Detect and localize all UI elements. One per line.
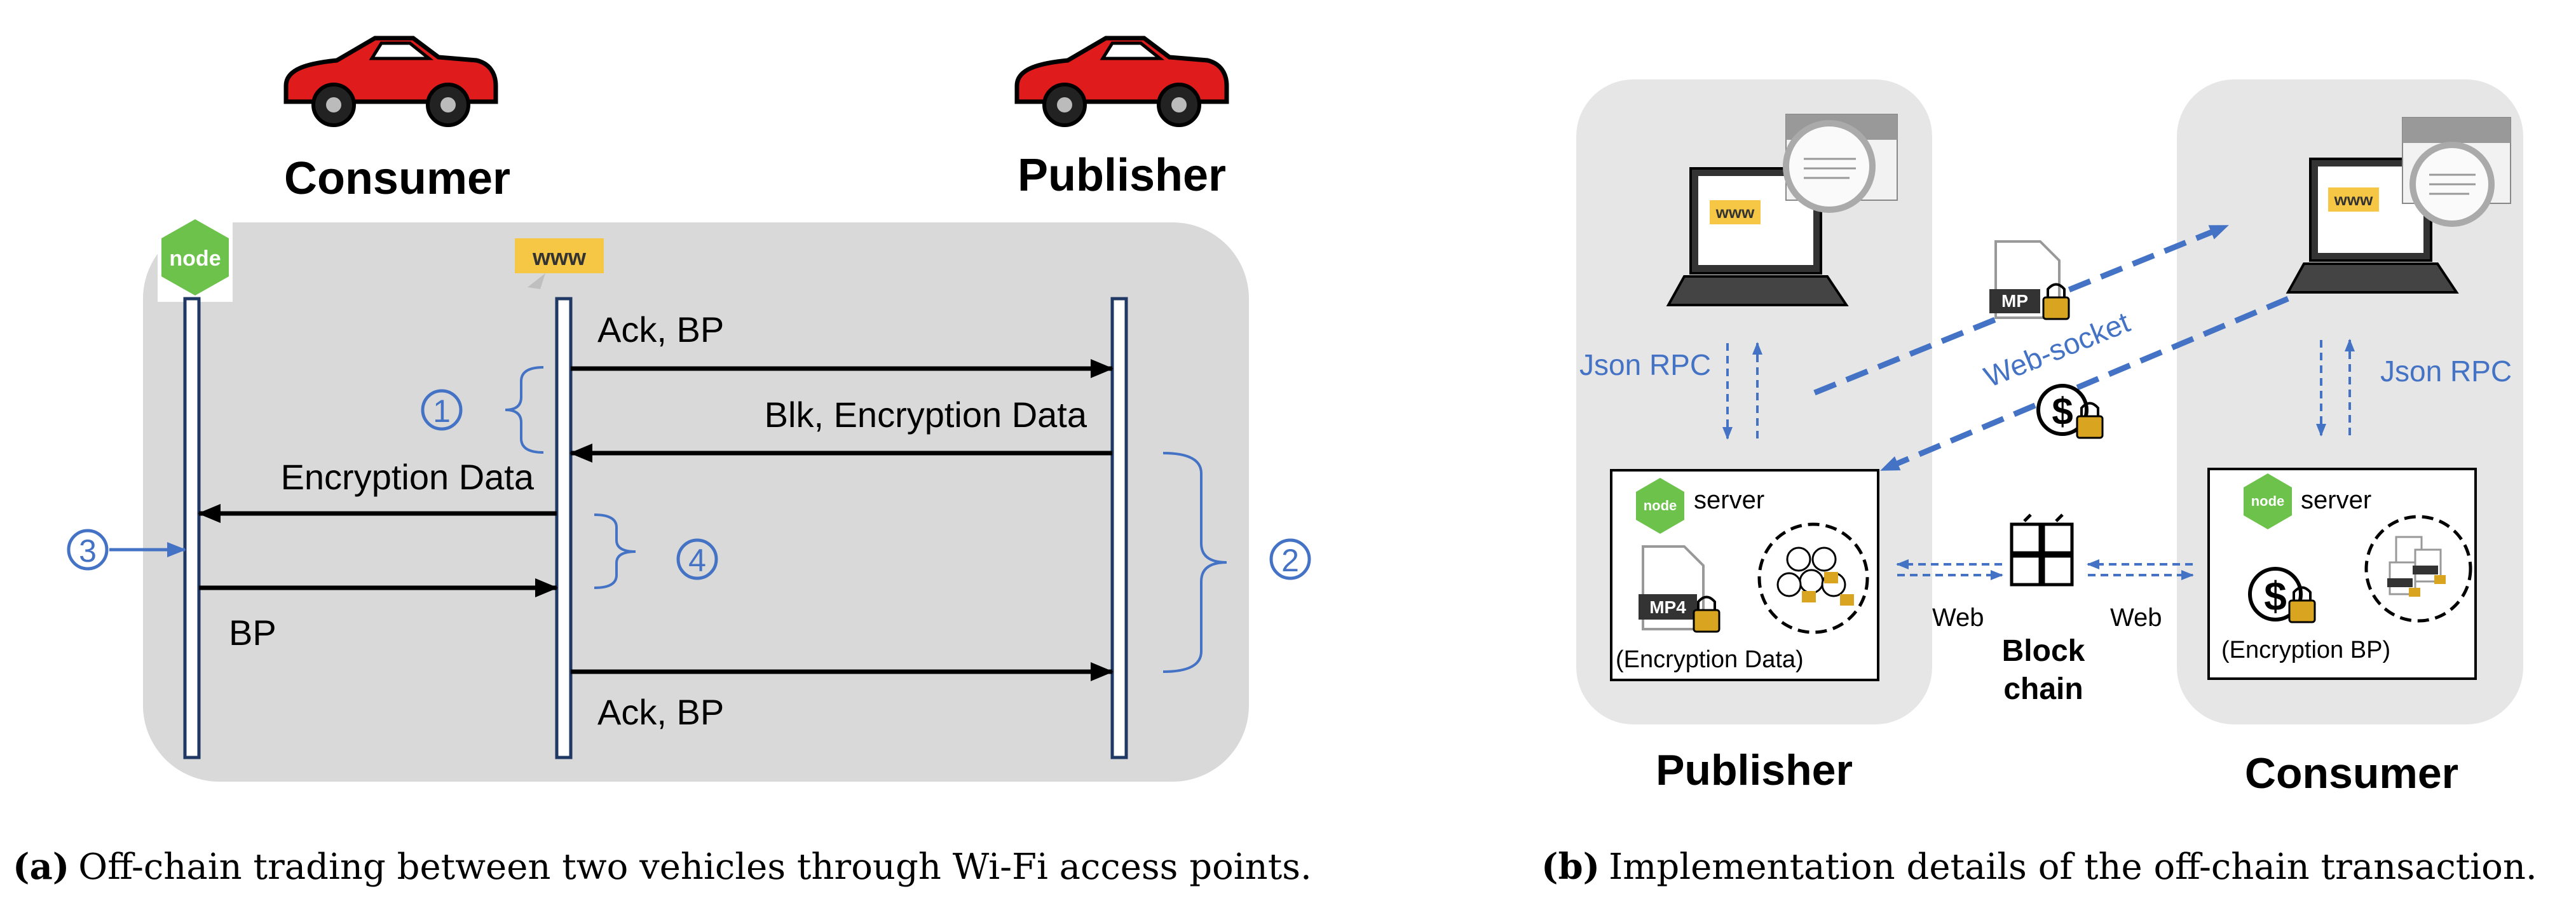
step-2-marker: 2 [1269,538,1311,580]
brace-step1 [505,366,544,454]
msg-enc-data-label: Encryption Data [281,457,535,497]
publisher-car-icon [1014,36,1229,127]
svg-text:www: www [2334,190,2373,209]
right-json-rpc-label: Json RPC [2380,355,2512,388]
svg-text:1: 1 [433,393,451,429]
consumer-bottom-label: Consumer [2245,749,2458,798]
svg-text:$: $ [2052,390,2073,433]
publisher-laptop-icon: MP4 www [1666,167,1849,306]
caption-a: (a)Off-chain trading between two vehicle… [13,846,1312,888]
svg-text:www: www [1715,203,1755,222]
panel-b: MP4 www www [1541,79,2537,888]
consumer-server-label: server [2301,486,2371,514]
consumer-title: Consumer [284,153,510,204]
web-right-label: Web [2110,604,2162,632]
web-left-label: Web [1932,604,1984,632]
dollar-lock-icon: $ [2036,384,2104,439]
svg-text:www: www [532,244,587,270]
enc-data-label: (Encryption Data) [1616,646,1804,673]
blockchain-icon [2010,513,2074,587]
svg-text:$: $ [2264,573,2287,619]
svg-text:node: node [1644,498,1677,513]
step-1-marker: 1 [421,389,463,431]
msg-ack-bp-bottom-label: Ack, BP [597,692,724,732]
svg-text:node: node [169,247,221,271]
publisher-mp4-lock-icon: MP4 [1639,545,1721,633]
consumer-node-icon: node [2244,473,2292,529]
svg-text:MP4: MP4 [1649,597,1686,617]
consumer-dollar-lock-icon: $ [2248,567,2316,623]
blockchain-label-1: Block [2002,634,2085,668]
publisher-coin-pool-icon [1757,522,1869,634]
consumer-file-pool-icon [2364,515,2472,623]
svg-text:4: 4 [688,543,706,578]
svg-text:node: node [2251,493,2285,509]
consumer-www-lifeline [555,297,573,759]
websocket-down-arrow [1880,295,2289,473]
svg-text:2: 2 [1281,543,1299,578]
mp4-lock-file-icon: MP [1989,240,2070,320]
sequence-background [143,222,1249,782]
left-json-rpc-label: Json RPC [1579,348,1711,381]
brace-step2 [1162,452,1227,673]
consumer-magnifier-icon [2402,117,2511,227]
brace-step4 [594,513,636,589]
publisher-title: Publisher [1018,150,1226,201]
msg-bp-label: BP [229,613,276,653]
www-icon: www [515,238,604,289]
step-3-marker: 3 [67,529,109,571]
publisher-server-label: server [1694,486,1764,514]
caption-b: (b)Implementation details of the off-cha… [1541,846,2537,888]
enc-bp-label: (Encryption BP) [2221,637,2390,663]
consumer-node-lifeline [183,297,201,759]
publisher-bottom-label: Publisher [1656,746,1853,794]
panel-a: Consumer Publisher node www Ack, BP Blk,… [13,36,1312,888]
msg-blk-enc-label: Blk, Encryption Data [765,395,1087,435]
publisher-magnifier-icon [1783,114,1898,213]
svg-text:MP: MP [2001,291,2028,311]
step-4-marker: 4 [676,538,718,580]
msg-ack-bp-top-label: Ack, BP [597,309,724,350]
publisher-node-icon: node [1636,478,1684,534]
svg-text:3: 3 [79,533,97,569]
node-icon: node [158,216,233,302]
publisher-lifeline [1110,297,1128,759]
consumer-car-icon [283,36,498,127]
blockchain-label-2: chain [2003,672,2083,706]
